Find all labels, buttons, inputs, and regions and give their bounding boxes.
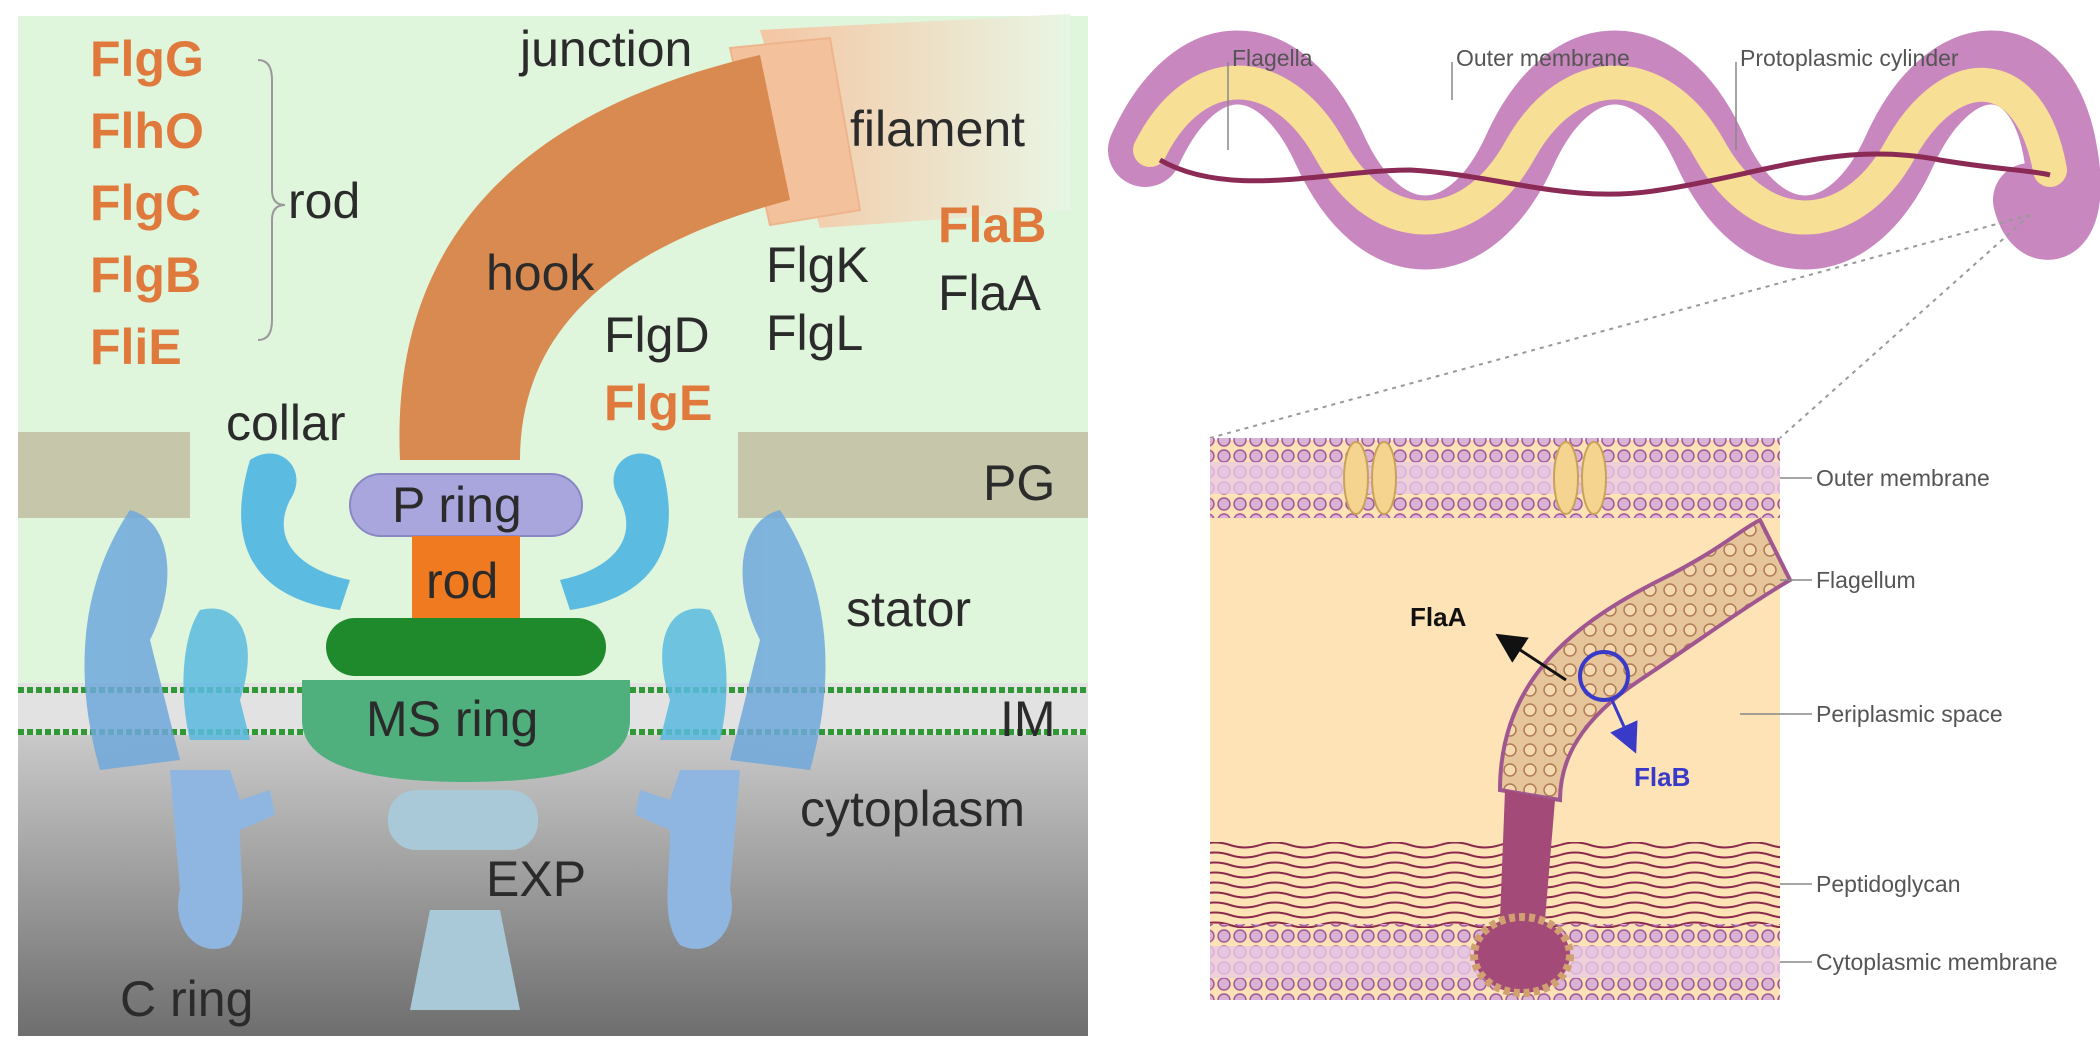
ms-ring <box>302 680 630 782</box>
flagellum-hook <box>1500 790 1555 920</box>
top-label: Flagella <box>1232 45 1313 71</box>
collar-label: collar <box>226 395 345 451</box>
hook-protein: FlgD <box>604 307 710 363</box>
side-label: Flagellum <box>1816 567 1916 593</box>
junction-protein: FlgL <box>766 305 863 361</box>
rod-protein: FliE <box>90 319 182 375</box>
flab-marker-circle <box>1578 650 1630 702</box>
rod-label: rod <box>426 553 498 609</box>
rod-bracket <box>257 59 286 341</box>
flagellar-motor-panel: FlgG FlhO FlgC FlgB FliE rod junction fi… <box>18 14 1088 1036</box>
cytoplasm-label: cytoplasm <box>800 781 1025 837</box>
export-apparatus <box>388 790 538 1010</box>
stator-label: stator <box>846 581 971 637</box>
collar <box>241 453 669 610</box>
pg-label: PG <box>983 455 1055 511</box>
pg-layer-right <box>738 432 1088 518</box>
side-label: Periplasmic space <box>1816 701 2003 727</box>
side-labels: Outer membrane Flagellum Periplasmic spa… <box>1740 465 2058 975</box>
flaA-label: FlaA <box>1410 602 1467 632</box>
basal-body <box>1470 913 1574 997</box>
ms-ring-label: MS ring <box>366 691 538 747</box>
periplasmic-flagella <box>1158 151 2051 197</box>
flaB-label: FlaB <box>1634 762 1690 792</box>
flagellum-filament <box>1497 517 1793 803</box>
filament-protein: FlaB <box>938 197 1046 253</box>
junction-protein: FlgK <box>766 237 869 293</box>
im-label: IM <box>1000 691 1056 747</box>
filament-protein: FlaA <box>938 265 1041 321</box>
porins <box>1343 441 1607 515</box>
hook-label: hook <box>486 245 595 301</box>
hook <box>399 55 790 460</box>
rod-protein: FlgG <box>90 31 204 87</box>
hook-protein: FlgE <box>604 375 712 431</box>
junction-label: junction <box>518 21 692 77</box>
c-ring-label: C ring <box>120 971 253 1027</box>
protoplasmic-cylinder <box>1133 65 2067 235</box>
rod <box>412 536 520 618</box>
rod-group-label: rod <box>288 173 360 229</box>
c-ring <box>170 770 740 949</box>
rod-protein-list: FlgG FlhO FlgC FlgB FliE <box>90 31 204 375</box>
p-ring-label: P ring <box>392 477 522 533</box>
side-label: Cytoplasmic membrane <box>1816 949 2058 975</box>
ms-ring-top <box>326 618 606 676</box>
top-label: Protoplasmic cylinder <box>1740 45 1959 71</box>
rod-protein: FlgC <box>90 175 201 231</box>
spirochete-panel: Flagella Outer membrane Protoplasmic cyl… <box>1108 30 2100 1000</box>
rod-protein: FlhO <box>90 103 204 159</box>
top-label: Outer membrane <box>1456 45 1630 71</box>
rod-protein: FlgB <box>90 247 201 303</box>
filament-label: filament <box>850 101 1025 157</box>
pg-layer-left <box>18 432 190 518</box>
stator-proteins <box>84 510 826 770</box>
side-label: Peptidoglycan <box>1816 871 1961 897</box>
exp-label: EXP <box>486 851 586 907</box>
peptidoglycan <box>1210 842 1780 928</box>
side-label: Outer membrane <box>1816 465 1990 491</box>
